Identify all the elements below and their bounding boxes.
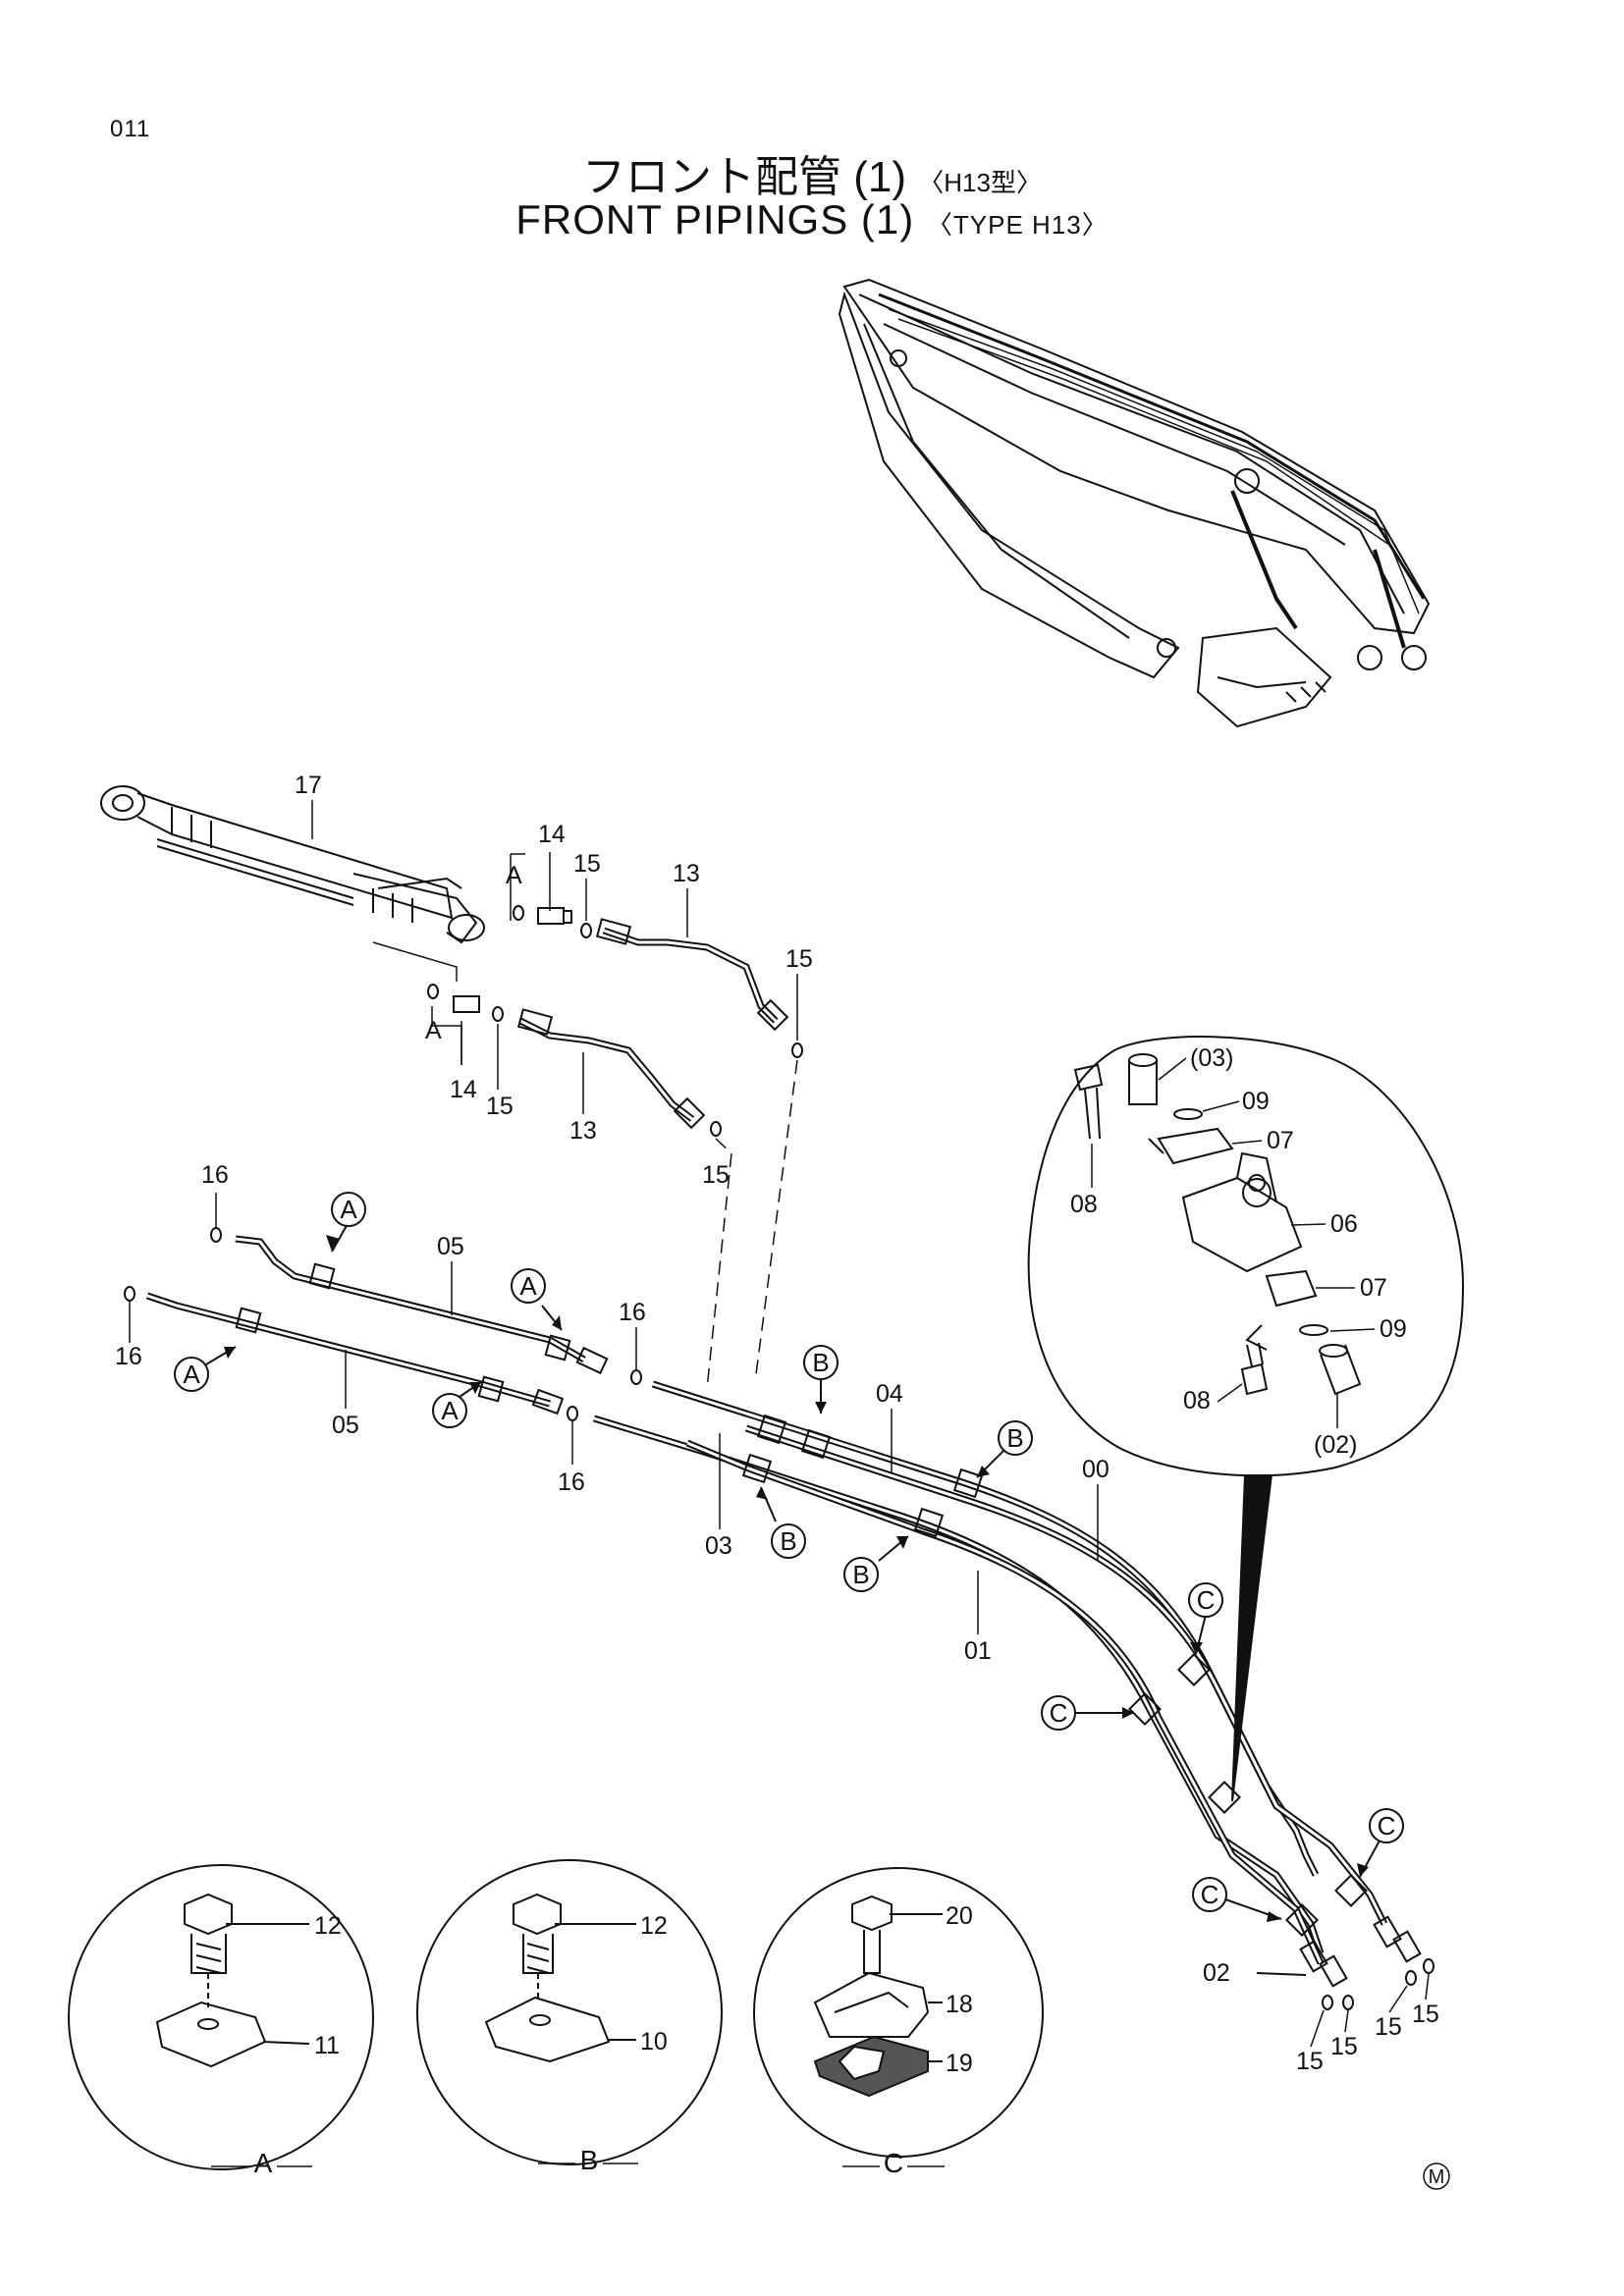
label-03-ref: (03) [1190, 1044, 1233, 1072]
label-15-bottom-2: 15 [1330, 2033, 1358, 2060]
svg-text:C: C [1201, 1880, 1219, 1909]
label-01: 01 [964, 1637, 992, 1665]
label-08-upper: 08 [1070, 1191, 1098, 1218]
label-12-b: 12 [640, 1912, 668, 1940]
clamp-ref-badges: A A A A B B B B C C C C [174, 1192, 1404, 1922]
label-02-ref: (02) [1314, 1431, 1357, 1459]
label-a-upper: A [506, 862, 522, 889]
label-07-lower: 07 [1360, 1274, 1387, 1302]
label-20: 20 [946, 1902, 973, 1930]
label-00: 00 [1082, 1456, 1110, 1483]
label-09-upper: 09 [1242, 1088, 1270, 1115]
clamp-ref-a-2: A [511, 1268, 563, 1331]
title-jp-type: 〈H13型〉 [918, 168, 1042, 197]
title-jp-text: フロント配管 (1) [582, 153, 907, 201]
m-marker: M [1423, 2163, 1450, 2190]
label-15-upper: 15 [573, 850, 601, 878]
label-17: 17 [295, 772, 322, 799]
label-15-lower: 15 [486, 1093, 514, 1120]
label-03: 03 [705, 1532, 732, 1560]
label-15-bottom-3: 15 [1375, 2013, 1402, 2041]
svg-text:A: A [340, 1195, 357, 1224]
valve-detail-bubble [1027, 1036, 1465, 1802]
boom-overview-illustration [838, 278, 1431, 728]
detail-circle-a [68, 1864, 374, 2170]
label-a-lower: A [425, 1017, 442, 1044]
svg-text:A: A [183, 1360, 200, 1389]
label-15-bottom-1: 15 [1296, 2048, 1324, 2075]
detail-circle-c [753, 1867, 1044, 2158]
label-09-lower: 09 [1380, 1315, 1407, 1343]
detail-label-b: B [580, 2145, 599, 2175]
part-labels: 17 14 A 15 13 15 A 14 15 13 15 16 05 16 … [115, 772, 1439, 2178]
detail-circle-b [416, 1859, 723, 2165]
title-en-text: FRONT PIPINGS (1) [515, 196, 915, 242]
clamp-ref-a-3: A [174, 1346, 237, 1392]
detail-label-a: A [254, 2148, 273, 2178]
svg-text:C: C [1378, 1811, 1396, 1841]
svg-text:C: C [1197, 1585, 1216, 1615]
label-18: 18 [946, 1991, 973, 2018]
page-number: 011 [110, 116, 151, 142]
label-16-left: 16 [115, 1343, 142, 1370]
svg-text:B: B [1006, 1423, 1023, 1453]
upper-fittings [427, 905, 803, 1390]
clamp-ref-b-3: B [756, 1486, 806, 1559]
svg-text:M: M [1429, 2166, 1445, 2188]
svg-text:B: B [812, 1348, 829, 1377]
label-07-upper: 07 [1267, 1127, 1294, 1154]
label-15-right: 15 [785, 945, 813, 973]
title-en-type: 〈TYPE H13〉 [926, 210, 1109, 240]
pipes-05 [124, 1227, 642, 1421]
label-11: 11 [314, 2032, 340, 2059]
svg-text:A: A [519, 1271, 537, 1301]
label-08-lower: 08 [1183, 1387, 1211, 1415]
main-pipes [592, 1380, 1435, 2010]
label-05-upper: 05 [437, 1233, 464, 1260]
title-japanese: フロント配管 (1) 〈H13型〉 [0, 141, 1624, 204]
clamp-ref-a-1: A [326, 1192, 366, 1253]
label-05-lower: 05 [332, 1412, 359, 1439]
clamp-ref-a-4: A [432, 1381, 482, 1428]
cylinder-assembly [100, 785, 525, 1065]
svg-text:A: A [441, 1396, 459, 1425]
label-13-upper: 13 [673, 860, 700, 887]
clamp-ref-c-2: C [1041, 1695, 1134, 1731]
label-19: 19 [946, 2050, 973, 2077]
label-14-lower: 14 [450, 1076, 477, 1103]
title-english: FRONT PIPINGS (1) 〈TYPE H13〉 [0, 196, 1624, 243]
clamp-ref-b-4: B [843, 1535, 909, 1592]
label-04: 04 [876, 1380, 903, 1408]
svg-text:B: B [780, 1526, 796, 1556]
label-13-lower: 13 [569, 1117, 597, 1145]
svg-text:B: B [852, 1560, 869, 1589]
clamp-ref-c-1: C [1188, 1582, 1223, 1655]
label-12-a: 12 [314, 1912, 342, 1940]
svg-text:C: C [1050, 1698, 1068, 1728]
clamp-ref-b-2: B [976, 1420, 1033, 1478]
clamp-ref-c-4: C [1192, 1877, 1282, 1922]
label-16-top: 16 [201, 1161, 229, 1189]
clamp-ref-c-3: C [1357, 1808, 1404, 1878]
label-10: 10 [640, 2028, 668, 2056]
label-16-mid: 16 [619, 1299, 646, 1326]
label-15-bottom-4: 15 [1412, 2001, 1439, 2028]
label-06: 06 [1330, 1210, 1358, 1238]
detail-label-c: C [884, 2148, 903, 2178]
label-02: 02 [1203, 1959, 1230, 1987]
label-15-mid: 15 [702, 1161, 730, 1189]
label-14-upper: 14 [538, 821, 566, 848]
clamp-ref-b-1: B [803, 1345, 839, 1414]
label-16-lower: 16 [558, 1468, 585, 1496]
